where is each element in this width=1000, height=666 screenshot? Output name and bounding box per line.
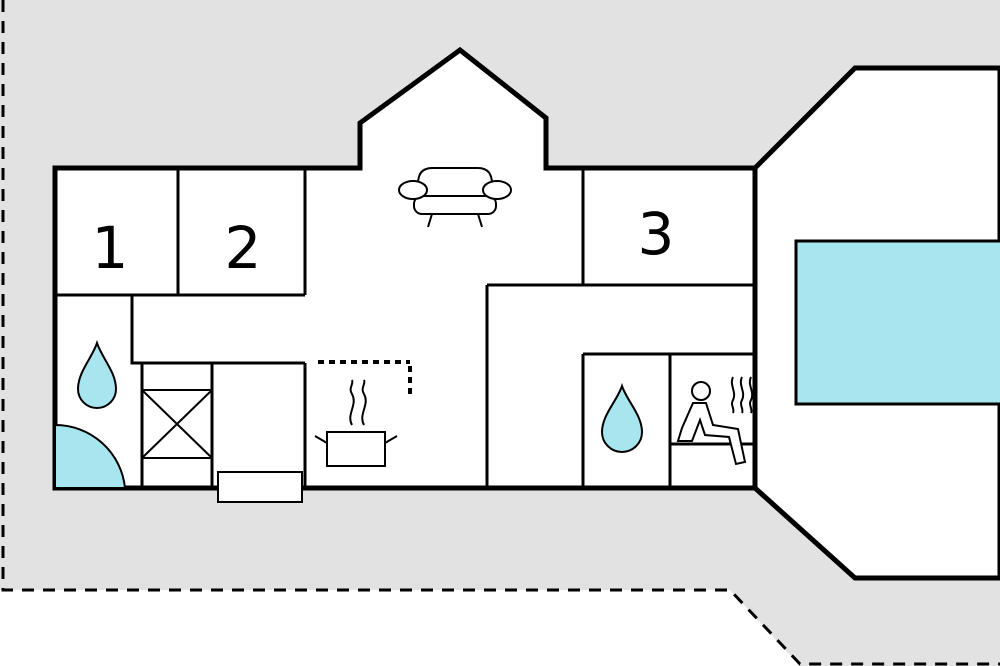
- pool: [794, 239, 1000, 406]
- interior-walls: [55, 168, 755, 488]
- entrance-mat: [217, 471, 303, 503]
- house-outline: [52, 46, 758, 491]
- stove-icon: [318, 360, 412, 398]
- shower-icon: [54, 423, 127, 489]
- water-drop-icon: [600, 382, 644, 453]
- sofa-icon: [398, 167, 512, 228]
- room-label-1: 1: [92, 214, 129, 282]
- room-label-2: 2: [225, 214, 262, 282]
- cooking-pot-icon: [314, 379, 398, 467]
- wardrobe-icon: [141, 389, 213, 459]
- room-label-3: 3: [638, 200, 675, 268]
- water-drop-icon: [76, 339, 118, 409]
- sauna-icon: [676, 376, 754, 466]
